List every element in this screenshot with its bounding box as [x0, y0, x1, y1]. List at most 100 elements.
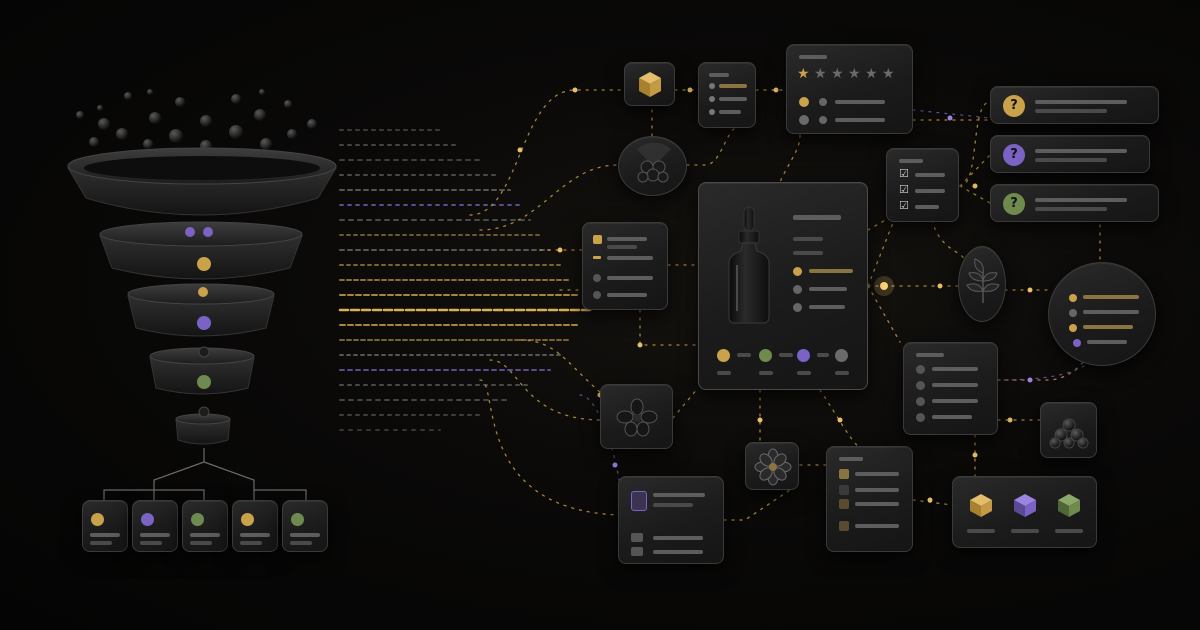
purple-cube-icon: [1014, 494, 1036, 517]
spheres-icon: [1049, 418, 1089, 449]
swatch-underline: [797, 371, 811, 375]
swatch-gold[interactable]: [717, 349, 730, 362]
bullet-icon: [709, 109, 715, 115]
checkbox-card[interactable]: ☑ ☑ ☑: [886, 148, 959, 222]
card-title-line: [709, 73, 729, 77]
swatch-gray[interactable]: [835, 349, 848, 362]
card-title-line: [839, 457, 863, 461]
card-line: [932, 383, 978, 387]
output-card-line: [240, 541, 262, 545]
star-icon: ★: [831, 66, 844, 82]
product-spec-line: [809, 269, 853, 273]
faq-card-1[interactable]: ?: [990, 86, 1159, 124]
card-line: [719, 97, 747, 101]
bullet-icon: [1069, 324, 1077, 332]
bullet-icon: [631, 533, 643, 542]
star-icon: ★: [848, 66, 861, 82]
star-icon: ★: [797, 66, 810, 82]
faq-card-3[interactable]: ?: [990, 184, 1159, 222]
output-card-line: [290, 533, 320, 537]
variants-card[interactable]: [952, 476, 1097, 548]
bullet-icon: [709, 83, 715, 89]
badge-icon: [593, 235, 602, 244]
checkmark-icon: ☑: [899, 183, 909, 196]
output-card-line: [190, 541, 212, 545]
card-line: [835, 118, 885, 122]
swatch-label-line: [817, 353, 829, 357]
card-line: [1083, 295, 1139, 299]
card-line: [1083, 325, 1133, 329]
bullet-icon: [793, 267, 802, 276]
swatch-underline: [759, 371, 773, 375]
avatar-icon: [799, 115, 809, 125]
spheres-tile[interactable]: [1040, 402, 1097, 458]
bullet-icon: [819, 98, 827, 106]
bullet-icon: [793, 303, 802, 312]
card-line: [653, 550, 703, 554]
funnel-beads: [185, 227, 213, 418]
step-icon: [839, 521, 849, 531]
swatch-underline: [717, 371, 731, 375]
card-title-line: [899, 159, 923, 163]
product-card[interactable]: [698, 182, 868, 390]
flower-icon: [754, 448, 792, 486]
swatch-purple[interactable]: [797, 349, 810, 362]
swatch-green[interactable]: [759, 349, 772, 362]
card-title-line: [799, 55, 827, 59]
card-line: [1035, 109, 1107, 113]
product-spec-line: [809, 287, 847, 291]
seeds-tile[interactable]: [600, 384, 673, 449]
leaf-node[interactable]: [958, 246, 1006, 322]
berries-node[interactable]: [618, 136, 687, 196]
output-card-line: [190, 533, 220, 537]
bullet-icon: [593, 256, 601, 259]
summary-node[interactable]: [1048, 262, 1156, 366]
steps-card[interactable]: [826, 446, 913, 552]
data-streams: [338, 129, 592, 431]
rating-card[interactable]: ★ ★ ★ ★ ★ ★: [786, 44, 913, 134]
card-line: [1035, 100, 1127, 104]
benefits-card[interactable]: [903, 342, 998, 435]
variant-label-line: [1011, 529, 1039, 533]
card-line: [1035, 198, 1127, 202]
bullet-icon: [1069, 294, 1077, 302]
bullet-icon: [1073, 339, 1081, 347]
ingredient-icon: [631, 491, 647, 511]
question-icon: ?: [1003, 95, 1025, 117]
card-line: [607, 237, 647, 241]
card-line: [607, 256, 653, 260]
output-card-4[interactable]: [232, 500, 278, 552]
card-line: [653, 503, 693, 507]
card-line: [1083, 310, 1139, 314]
gold-dot-icon: [91, 513, 104, 526]
output-card-3[interactable]: [182, 500, 228, 552]
green-cube-icon: [1058, 494, 1080, 517]
bullet-icon: [593, 274, 601, 282]
card-line: [855, 488, 899, 492]
leaf-icon: [966, 258, 1000, 303]
green-dot-icon: [291, 513, 304, 526]
variant-label-line: [967, 529, 995, 533]
network-nodes: [517, 87, 1033, 503]
output-card-2[interactable]: [132, 500, 178, 552]
question-icon: ?: [1003, 193, 1025, 215]
bullet-icon: [631, 547, 643, 556]
card-line: [855, 502, 899, 506]
attribute-list-card[interactable]: [582, 222, 668, 310]
funnel: [67, 147, 337, 445]
card-line: [932, 399, 978, 403]
flower-tile[interactable]: [745, 442, 799, 490]
step-icon: [839, 499, 849, 509]
question-icon: ?: [1003, 144, 1025, 166]
output-card-5[interactable]: [282, 500, 328, 552]
cube-tile[interactable]: [624, 62, 675, 106]
cube-icon: [639, 72, 661, 97]
ingredient-card[interactable]: [618, 476, 724, 564]
output-card-1[interactable]: [82, 500, 128, 552]
checklist-card-top[interactable]: [698, 62, 756, 128]
output-card-line: [90, 541, 112, 545]
card-line: [607, 245, 637, 249]
faq-card-2[interactable]: ?: [990, 135, 1150, 173]
card-line: [932, 367, 978, 371]
